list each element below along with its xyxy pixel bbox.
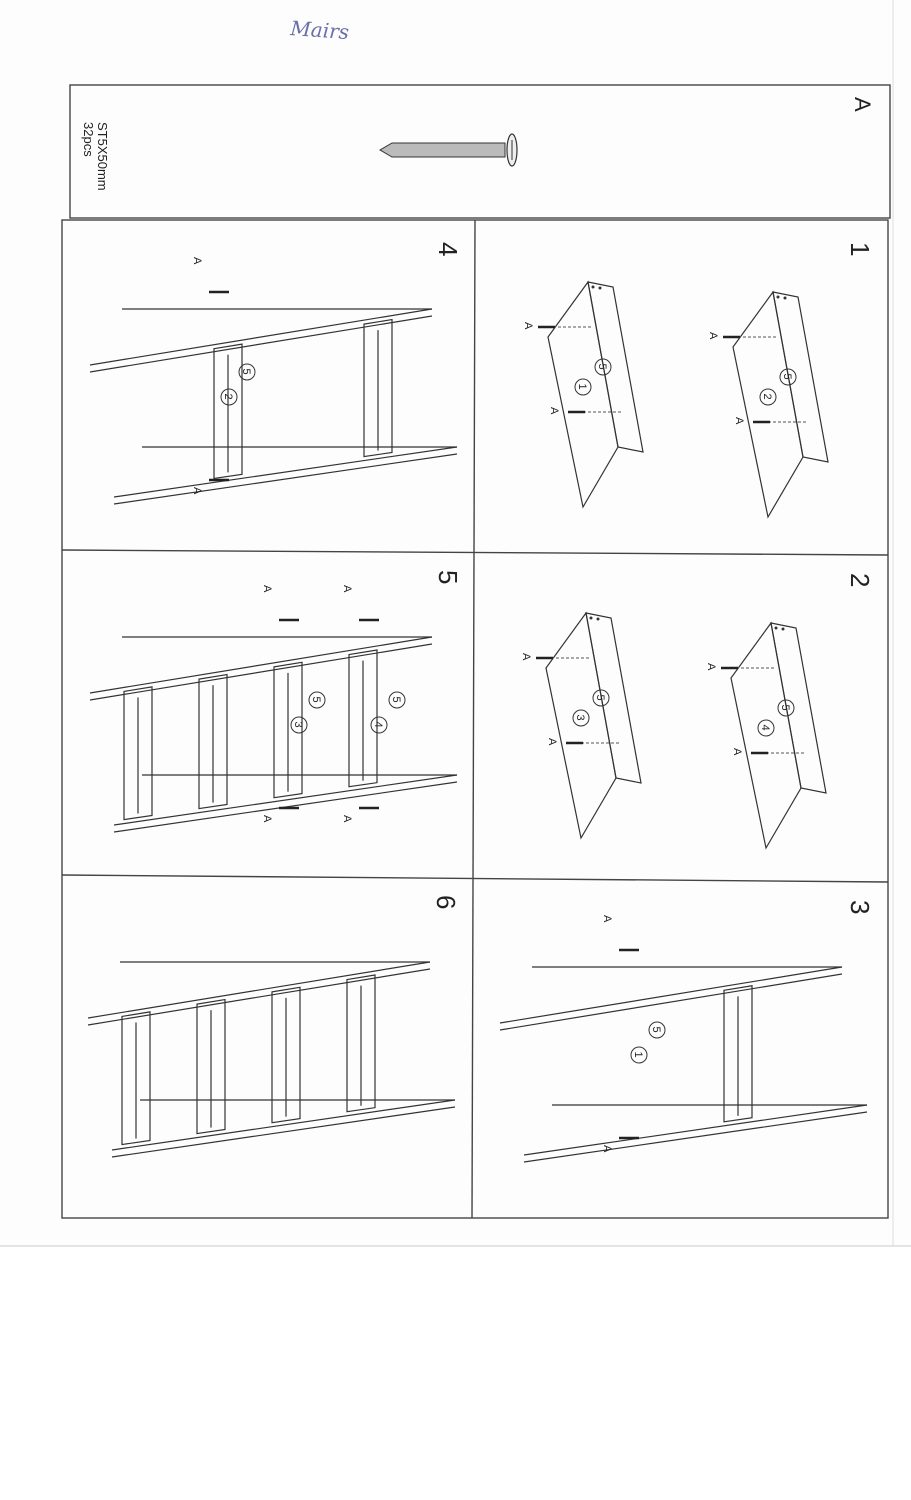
part-number: 5: [390, 697, 402, 703]
part-number-circle: [630, 1046, 648, 1064]
part-number-circle: [370, 716, 388, 734]
plank-assembly: A A 5 3: [520, 611, 642, 840]
part-number-circle: [290, 716, 308, 734]
screw-label: A: [522, 322, 534, 330]
part-number-circle: [594, 358, 612, 376]
screw-label: A: [520, 653, 532, 661]
plank-assembly: A A 5 4: [705, 621, 827, 850]
part-number: 3: [292, 722, 304, 728]
part-number-circle: [777, 699, 795, 717]
plank-assembly: A A 5 1: [522, 280, 644, 509]
part-number: 4: [372, 722, 384, 728]
screw-label: A: [191, 257, 203, 265]
shelf: [723, 985, 753, 1123]
handwritten-note: Mairs: [289, 16, 350, 44]
part-number: 1: [632, 1052, 644, 1058]
step-number: 1: [845, 242, 875, 256]
screw-label: A: [546, 738, 558, 746]
hardware-quantity: 32pcs: [81, 122, 96, 157]
ladder-drawing: [87, 961, 456, 1158]
part-number: 5: [240, 369, 252, 375]
screw-label: A: [341, 585, 353, 593]
screw-label: A: [548, 407, 560, 415]
part-number-circle: [308, 691, 326, 709]
part-number-circle: [388, 691, 406, 709]
ladder-drawing: [89, 636, 458, 833]
shelf: [196, 998, 226, 1135]
part-number-circle: [759, 388, 777, 406]
part-number: 5: [781, 374, 793, 380]
hardware-panel: A ST5X50mm 32pcs: [69, 84, 891, 219]
shelf: [271, 986, 301, 1124]
part-number-circle: [572, 709, 590, 727]
step-number: 5: [433, 570, 463, 584]
screw-label: A: [261, 815, 273, 823]
plank-assembly: A A 5 2: [707, 290, 829, 519]
screw-label: A: [731, 748, 743, 756]
step-number: 6: [431, 895, 461, 909]
hardware-spec: ST5X50mm: [95, 122, 110, 191]
part-number-circle: [757, 719, 775, 737]
shelf: [121, 1011, 151, 1146]
shelf: [213, 343, 243, 480]
screw-label: A: [601, 1145, 613, 1153]
screw-label: A: [261, 585, 273, 593]
part-number: 5: [779, 705, 791, 711]
ladder-drawing: [499, 966, 868, 1163]
hardware-id: A: [850, 97, 875, 112]
shelf: [346, 974, 376, 1113]
shelf: [198, 673, 228, 810]
part-number: 5: [596, 364, 608, 370]
part-number-circle: [574, 378, 592, 396]
part-number-circle: [592, 689, 610, 707]
screw-label: A: [341, 815, 353, 823]
part-number: 4: [759, 725, 771, 731]
part-number: 1: [576, 384, 588, 390]
shelf: [273, 661, 303, 799]
part-number: 2: [222, 394, 234, 400]
part-number: 5: [594, 695, 606, 701]
screw-label: A: [733, 417, 745, 425]
part-number: 5: [310, 697, 322, 703]
ladder-drawing: [89, 308, 458, 505]
screw-label: A: [705, 663, 717, 671]
part-number: 5: [650, 1027, 662, 1033]
part-number: 2: [761, 394, 773, 400]
shelf: [348, 649, 378, 788]
step-number: 3: [845, 900, 875, 914]
screw-icon: [379, 133, 518, 167]
step-number: 4: [433, 242, 463, 256]
shelf: [123, 686, 153, 821]
part-number-circle: [220, 388, 238, 406]
step-panel-6: 6: [87, 895, 461, 1158]
screw-label: A: [707, 332, 719, 340]
steps-grid: [61, 219, 889, 1219]
part-number: 3: [574, 715, 586, 721]
part-number-circle: [779, 368, 797, 386]
part-number-circle: [648, 1021, 666, 1039]
screw-label: A: [191, 487, 203, 495]
screw-label: A: [601, 915, 613, 923]
step-number: 2: [845, 573, 875, 587]
shelf: [363, 318, 393, 458]
part-number-circle: [238, 363, 256, 381]
